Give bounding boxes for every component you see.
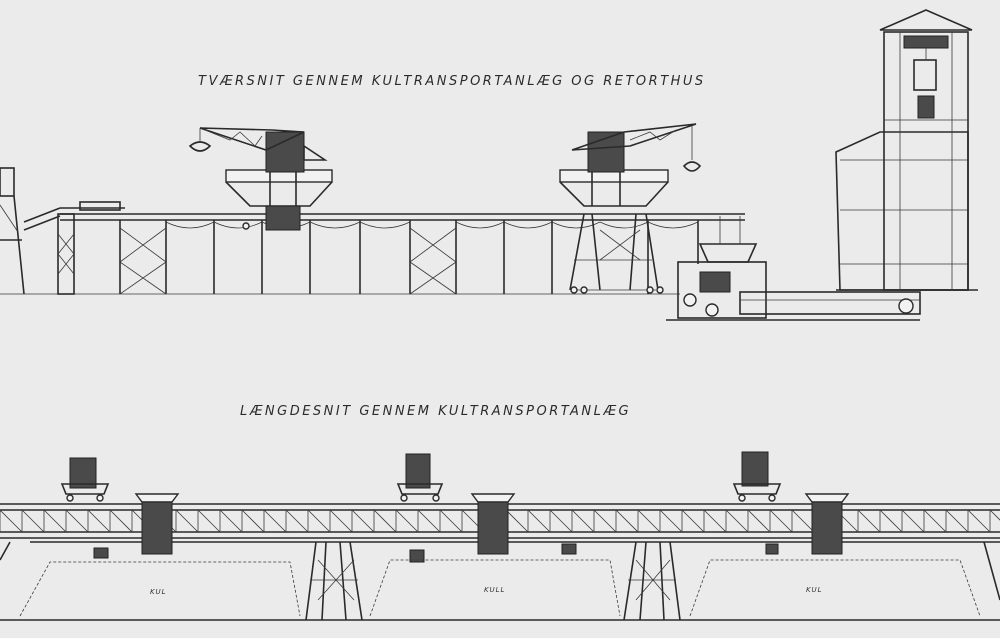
bin-label-2: KULL xyxy=(484,586,505,594)
cross-section-drawing xyxy=(0,9,978,321)
retort-house xyxy=(835,9,978,291)
conveyor-housing xyxy=(666,216,921,321)
trestle-supports xyxy=(0,541,1000,621)
bin-label-1: KUL xyxy=(150,588,167,596)
hopper-towers xyxy=(134,493,850,555)
coal-crane-right xyxy=(559,123,702,294)
cross-section-columns xyxy=(57,213,699,295)
coal-bins xyxy=(0,559,1000,621)
coal-carts xyxy=(60,451,782,502)
hanging-buckets xyxy=(93,543,779,563)
bin-label-3: KUL xyxy=(806,586,823,594)
cross-section-title: TVÆRSNIT GENNEM KULTRANSPORTANLÆG OG RET… xyxy=(198,74,706,89)
long-section-title: LÆNGDESNIT GENNEM KULTRANSPORTANLÆG xyxy=(240,404,631,419)
left-structure xyxy=(0,167,61,295)
long-section-drawing: KUL KULL KUL xyxy=(0,451,1000,621)
conveyor-deck xyxy=(60,201,745,221)
coal-crane-left xyxy=(188,127,333,231)
